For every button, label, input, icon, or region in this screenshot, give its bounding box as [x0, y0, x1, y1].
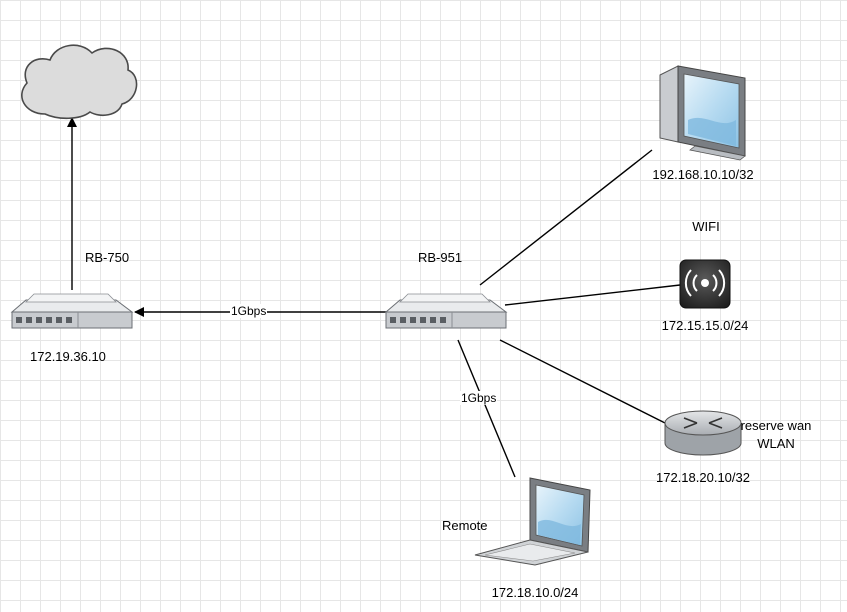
rb750-ip-label: 172.19.36.10	[30, 349, 106, 364]
link-rb951-desktop	[479, 149, 653, 286]
wifi-ip-label: 172.15.15.0/24	[661, 318, 749, 333]
link-rb951-rb750-label: 1Gbps	[230, 304, 268, 318]
rb750-name-label: RB-750	[85, 250, 130, 265]
desktop-computer-icon	[659, 65, 746, 161]
rb951-name-label: RB-951	[418, 250, 463, 265]
link-rb951-router	[499, 339, 666, 424]
laptop-name-label: Remote	[442, 518, 488, 533]
link-rb951-laptop	[457, 339, 516, 478]
link-rb951-laptop-label: 1Gbps	[460, 391, 498, 405]
cloud-icon	[21, 44, 138, 120]
wifi-access-point-icon	[679, 259, 731, 309]
router-name-line1: reserve wan	[740, 418, 812, 433]
laptop-icon	[474, 477, 591, 566]
connections	[67, 117, 681, 478]
router-icon	[664, 410, 742, 456]
router-ip-label: 172.18.20.10/32	[656, 470, 750, 485]
link-rb951-wifi	[504, 284, 681, 306]
switch-rb750-icon	[10, 293, 134, 329]
desktop-ip-label: 192.168.10.10/32	[652, 167, 754, 182]
wifi-name-label: WIFI	[692, 219, 720, 234]
laptop-ip-label: 172.18.10.0/24	[491, 585, 579, 600]
switch-rb951-icon	[384, 293, 508, 329]
router-name-line2: WLAN	[757, 436, 795, 451]
